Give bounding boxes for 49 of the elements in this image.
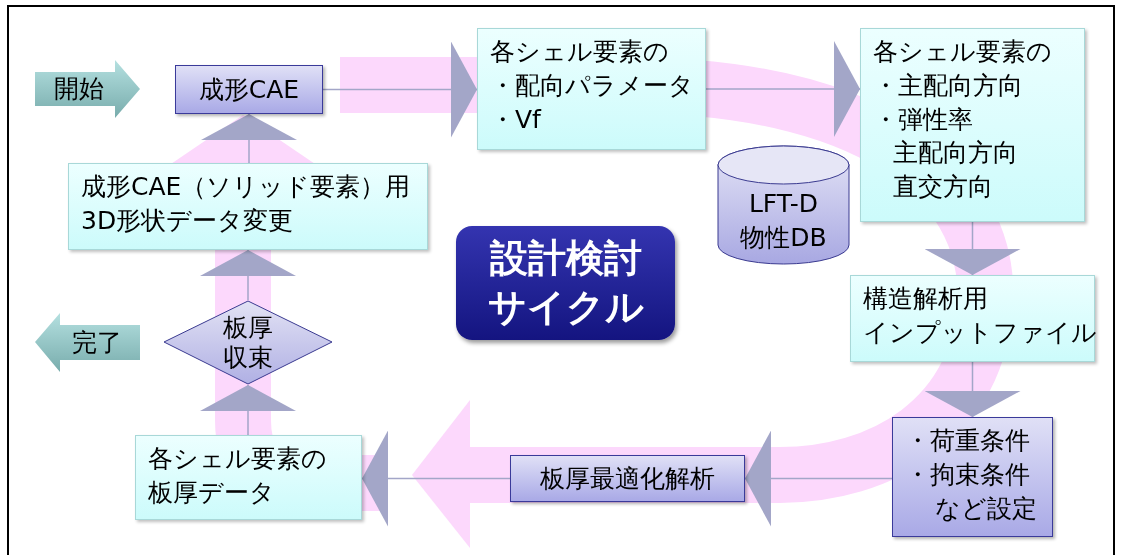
process-box xyxy=(175,65,323,114)
data-box xyxy=(860,28,1085,222)
node-text: 板厚データ xyxy=(148,476,275,509)
node-text: 主配向方向 xyxy=(892,137,1018,170)
title-box xyxy=(456,226,675,340)
process-box xyxy=(510,455,745,502)
data-box xyxy=(477,28,706,150)
node-text: 板厚最適化解析 xyxy=(540,462,715,495)
node-text: ・拘束条件 xyxy=(905,458,1030,491)
node-text: ・配向パラメータ xyxy=(490,69,694,102)
arrow xyxy=(361,430,511,527)
decision-diamond xyxy=(163,300,333,385)
node-text: 成形CAE xyxy=(198,73,300,106)
node-text: 設計検討 xyxy=(489,234,642,282)
arrow xyxy=(705,41,861,137)
data-box xyxy=(850,275,1095,362)
node-text: 直交方向 xyxy=(892,171,993,203)
end-arrow-shape xyxy=(35,313,140,372)
arrow xyxy=(200,249,296,301)
database-cylinder xyxy=(717,145,850,265)
arrow xyxy=(201,113,297,164)
arrow xyxy=(744,430,893,527)
node-text: 各シェル要素の xyxy=(873,36,1052,68)
node-text: 物性DB xyxy=(740,221,827,254)
node-text: 各シェル要素の xyxy=(490,36,669,68)
data-box xyxy=(135,435,362,520)
node-text: インプットファイル xyxy=(863,316,1097,349)
start-arrow-shape xyxy=(35,60,140,118)
arrow xyxy=(924,221,1021,276)
node-text: 成形CAE（ソリッド要素）用 xyxy=(81,171,411,203)
node-text: ・主配向方向 xyxy=(873,69,1023,102)
node-text: 収束 xyxy=(223,342,273,373)
node-text: 完了 xyxy=(71,326,122,359)
node-text: サイクル xyxy=(487,284,644,331)
node-text: ・弾性率 xyxy=(873,103,973,136)
node-text: ・Vf xyxy=(490,103,541,136)
node-text: など設定 xyxy=(934,492,1037,525)
process-box xyxy=(892,417,1053,537)
node-text: 板厚 xyxy=(223,312,273,343)
node-text: 3D形状データ変更 xyxy=(81,204,294,237)
node-text: 開始 xyxy=(53,73,104,106)
arrow xyxy=(200,384,296,436)
node-text: 各シェル要素の xyxy=(148,443,327,475)
arrow xyxy=(322,41,478,138)
node-text: 構造解析用 xyxy=(863,283,988,315)
arrow xyxy=(924,361,1021,418)
data-box xyxy=(68,163,428,250)
node-text: ・荷重条件 xyxy=(905,425,1030,457)
node-text: LFT-D xyxy=(748,188,819,220)
